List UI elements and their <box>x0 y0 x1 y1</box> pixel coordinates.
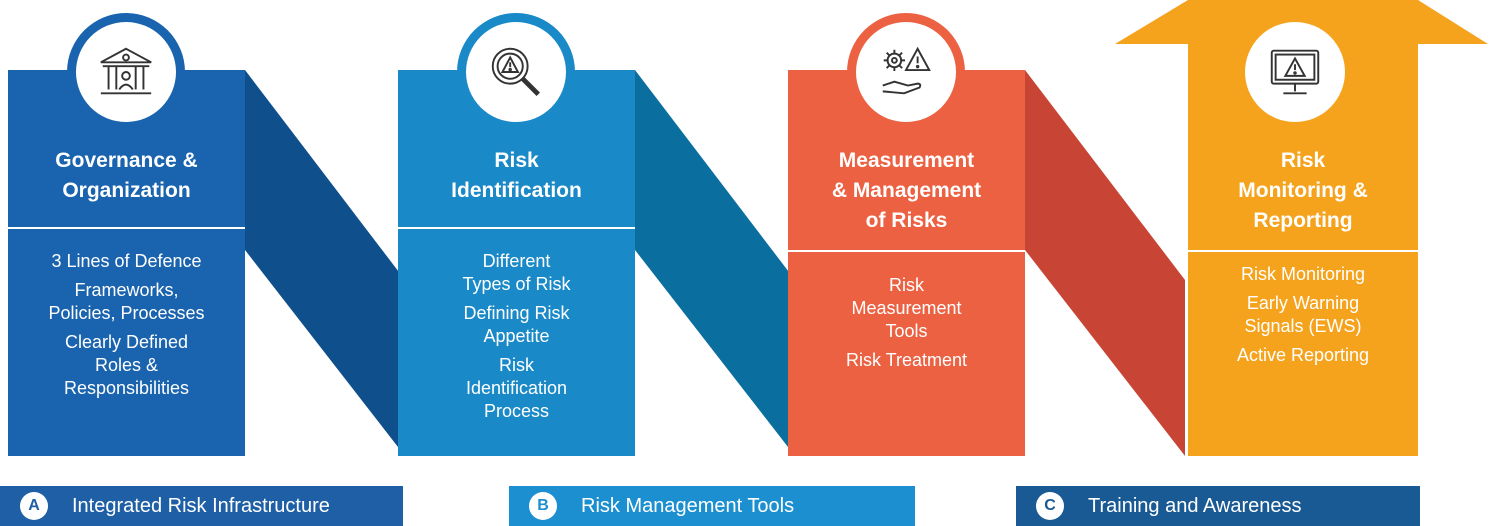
item-line: Types of Risk <box>462 274 571 294</box>
monitoring-icon-circle <box>1245 22 1345 122</box>
connector-1 <box>245 70 405 456</box>
column-governance: Governance & Organization 3 Lines of Def… <box>8 70 245 456</box>
list-item: Clearly Defined Roles & Responsibilities <box>8 331 245 400</box>
badge-b: B <box>529 492 557 520</box>
bar-integrated-risk-infrastructure: A Integrated Risk Infrastructure <box>0 486 403 526</box>
title-line: Identification <box>451 179 582 202</box>
item-line: Measurement <box>851 298 962 318</box>
governance-icon-circle <box>76 22 176 122</box>
title-line: of Risks <box>865 209 948 232</box>
column-title: Risk Monitoring & Reporting <box>1188 146 1418 236</box>
title-line: Organization <box>62 179 191 202</box>
bar-risk-management-tools: B Risk Management Tools <box>509 486 915 526</box>
list-item: Defining Risk Appetite <box>398 302 635 348</box>
column-1-body <box>8 70 245 456</box>
badge-c: C <box>1036 492 1064 520</box>
item-line: 3 Lines of Defence <box>51 251 202 271</box>
item-line: Risk <box>499 355 534 375</box>
item-line: Defining Risk <box>463 303 570 323</box>
item-line: Tools <box>885 321 928 341</box>
bar-label: Integrated Risk Infrastructure <box>72 494 330 517</box>
title-line: Reporting <box>1253 209 1353 232</box>
item-line: Signals (EWS) <box>1244 316 1362 336</box>
column-divider <box>8 227 245 229</box>
monitor-warning-icon <box>1270 49 1320 95</box>
badge-a: A <box>20 492 48 520</box>
list-item: Risk Treatment <box>788 349 1025 372</box>
title-line: Governance & <box>55 149 198 172</box>
title-line: Measurement <box>838 149 975 172</box>
list-item: Different Types of Risk <box>398 250 635 296</box>
gear-warning-hand-icon <box>882 46 931 95</box>
item-line: Appetite <box>483 326 550 346</box>
column-items: 3 Lines of Defence Frameworks, Policies,… <box>8 250 245 406</box>
list-item: Frameworks, Policies, Processes <box>8 279 245 325</box>
column-4-arrow <box>1115 0 1488 456</box>
column-2-body <box>398 70 635 456</box>
list-item: Active Reporting <box>1188 344 1418 367</box>
item-line: Risk Treatment <box>845 350 968 370</box>
column-title: Measurement & Management of Risks <box>788 146 1025 236</box>
list-item: Risk Identification Process <box>398 354 635 423</box>
item-line: Roles & <box>94 355 159 375</box>
identification-icon-circle <box>466 22 566 122</box>
bar-training-and-awareness: C Training and Awareness <box>1016 486 1420 526</box>
column-identification: Risk Identification Different Types of R… <box>398 70 635 456</box>
column-divider <box>1188 250 1418 252</box>
title-line: Risk <box>1280 149 1326 172</box>
title-line: & Management <box>831 179 982 202</box>
title-line: Monitoring & <box>1238 179 1368 202</box>
item-line: Identification <box>465 378 568 398</box>
list-item: Early Warning Signals (EWS) <box>1188 292 1418 338</box>
item-line: Risk <box>889 275 924 295</box>
list-item: 3 Lines of Defence <box>8 250 245 273</box>
item-line: Risk Monitoring <box>1240 264 1366 284</box>
list-item: Risk Monitoring <box>1188 263 1418 286</box>
column-items: Risk Monitoring Early Warning Signals (E… <box>1188 263 1418 373</box>
bar-label: Risk Management Tools <box>581 494 795 517</box>
column-3-body <box>788 70 1025 456</box>
item-line: Different <box>482 251 551 271</box>
item-line: Clearly Defined <box>64 332 189 352</box>
column-items: Risk Measurement Tools Risk Treatment <box>788 274 1025 378</box>
item-line: Process <box>483 401 550 421</box>
item-line: Active Reporting <box>1236 345 1370 365</box>
bar-label: Training and Awareness <box>1088 494 1302 517</box>
column-measurement: Measurement & Management of Risks Risk M… <box>788 70 1025 456</box>
column-monitoring: Risk Monitoring & Reporting Risk Monitor… <box>1188 70 1418 456</box>
item-line: Responsibilities <box>63 378 190 398</box>
measurement-icon-circle <box>856 22 956 122</box>
title-line: Risk <box>494 149 539 172</box>
item-line: Early Warning <box>1246 293 1360 313</box>
connector-2 <box>635 70 795 456</box>
column-divider <box>788 250 1025 252</box>
column-items: Different Types of Risk Defining Risk Ap… <box>398 250 635 429</box>
item-line: Frameworks, <box>74 280 179 300</box>
list-item: Risk Measurement Tools <box>788 274 1025 343</box>
connector-3 <box>1025 70 1185 456</box>
magnifier-warning-icon <box>491 47 540 96</box>
government-building-icon <box>100 47 152 95</box>
column-title: Governance & Organization <box>8 146 245 206</box>
column-divider <box>398 227 635 229</box>
item-line: Policies, Processes <box>48 303 205 323</box>
column-title: Risk Identification <box>398 146 635 206</box>
